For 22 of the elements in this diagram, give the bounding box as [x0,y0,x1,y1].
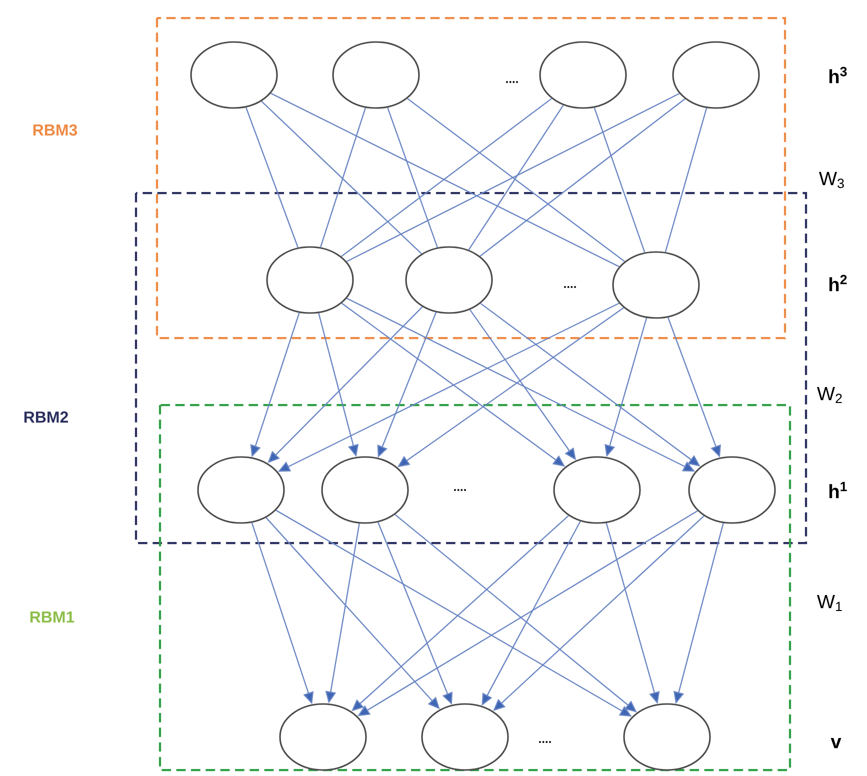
rbm-label: RBM3 [33,124,78,136]
neuron-circle [688,456,776,524]
neuron-circle [197,456,285,524]
layer-label: v [830,738,842,748]
neuron-circle [539,41,627,109]
neuron-circle [553,456,641,524]
neuron-circle [421,703,509,771]
neuron-circle [405,246,493,314]
neuron-circle [321,456,409,524]
layer-label: h$^{2}$ [829,274,847,292]
neuron-circle [623,703,711,771]
weight-label: W$_{1}$ [817,594,842,612]
neuron-circle [266,246,354,314]
neuron-circle [279,703,367,771]
weight-label: W$_{3}$ [819,172,844,188]
neuron-circle [190,41,278,109]
rbm-label: RBM1 [30,612,74,623]
rbm-label: RBM2 [24,411,68,423]
neuron-circle [612,251,700,319]
neuron-circle [332,41,420,109]
layer-label: h$^{1}$ [829,482,847,498]
neuron-circle [672,41,760,109]
